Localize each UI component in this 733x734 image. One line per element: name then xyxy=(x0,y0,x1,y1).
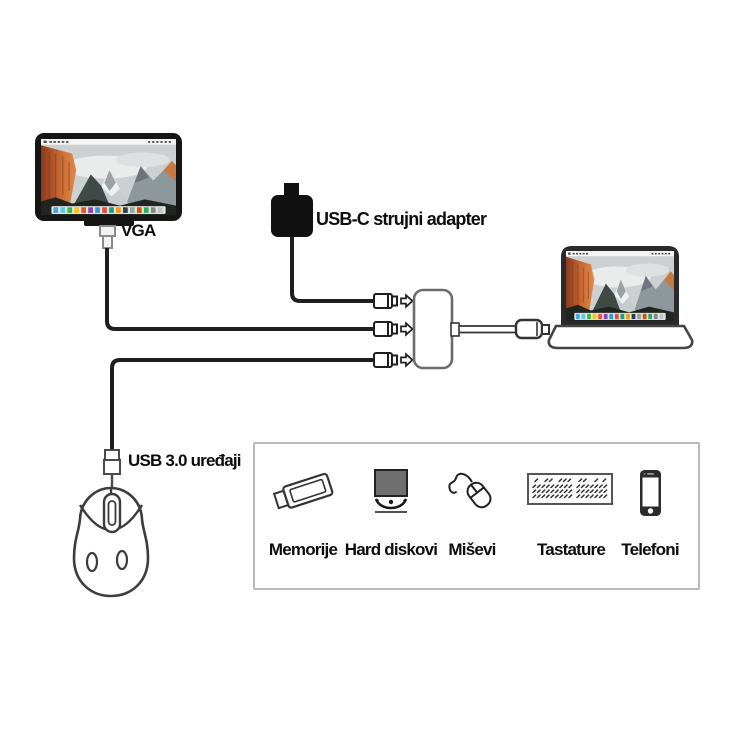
power-adapter-icon xyxy=(271,183,313,237)
keyboard-icon xyxy=(527,473,613,505)
legend-item-tastature: Tastature xyxy=(525,444,617,588)
usb-devices-label: USB 3.0 uređaji xyxy=(128,451,242,470)
vga-label: VGA xyxy=(121,221,156,240)
vga-plug-icon xyxy=(99,225,116,249)
smartphone-icon xyxy=(640,470,661,516)
legend-item-hard-diskovi: Hard diskovi xyxy=(345,444,438,588)
hub-input-plugs xyxy=(373,293,398,368)
power-adapter-label: USB-C strujni adapter xyxy=(316,209,487,229)
legend-item-misevi: Miševi xyxy=(440,444,504,588)
vga-cable xyxy=(105,248,374,331)
usb-c-plug-to-laptop xyxy=(450,318,550,340)
legend-box: Memorije Hard diskovi Miševi xyxy=(253,442,700,590)
legend-label: Telefoni xyxy=(621,540,679,559)
legend-label: Miševi xyxy=(448,540,496,559)
mouse-icon xyxy=(448,472,492,509)
usb-flash-drive-icon xyxy=(272,472,334,510)
legend-label: Tastature xyxy=(536,540,606,559)
legend-label: Hard diskovi xyxy=(344,540,438,559)
wired-mouse-icon xyxy=(72,486,150,598)
legend-item-telefoni: Telefoni xyxy=(620,444,680,588)
hard-drive-icon xyxy=(374,469,408,513)
usb-c-hub-icon xyxy=(412,288,454,370)
legend-label: Memorije xyxy=(268,540,338,559)
usb-plug-icon xyxy=(103,449,121,489)
laptop-icon xyxy=(547,246,694,350)
usb3-cable xyxy=(110,358,374,452)
external-display-icon xyxy=(35,133,182,249)
legend-item-memorije: Memorije xyxy=(268,444,338,588)
power-cable xyxy=(290,236,374,303)
arrow-right-icons xyxy=(400,293,414,368)
